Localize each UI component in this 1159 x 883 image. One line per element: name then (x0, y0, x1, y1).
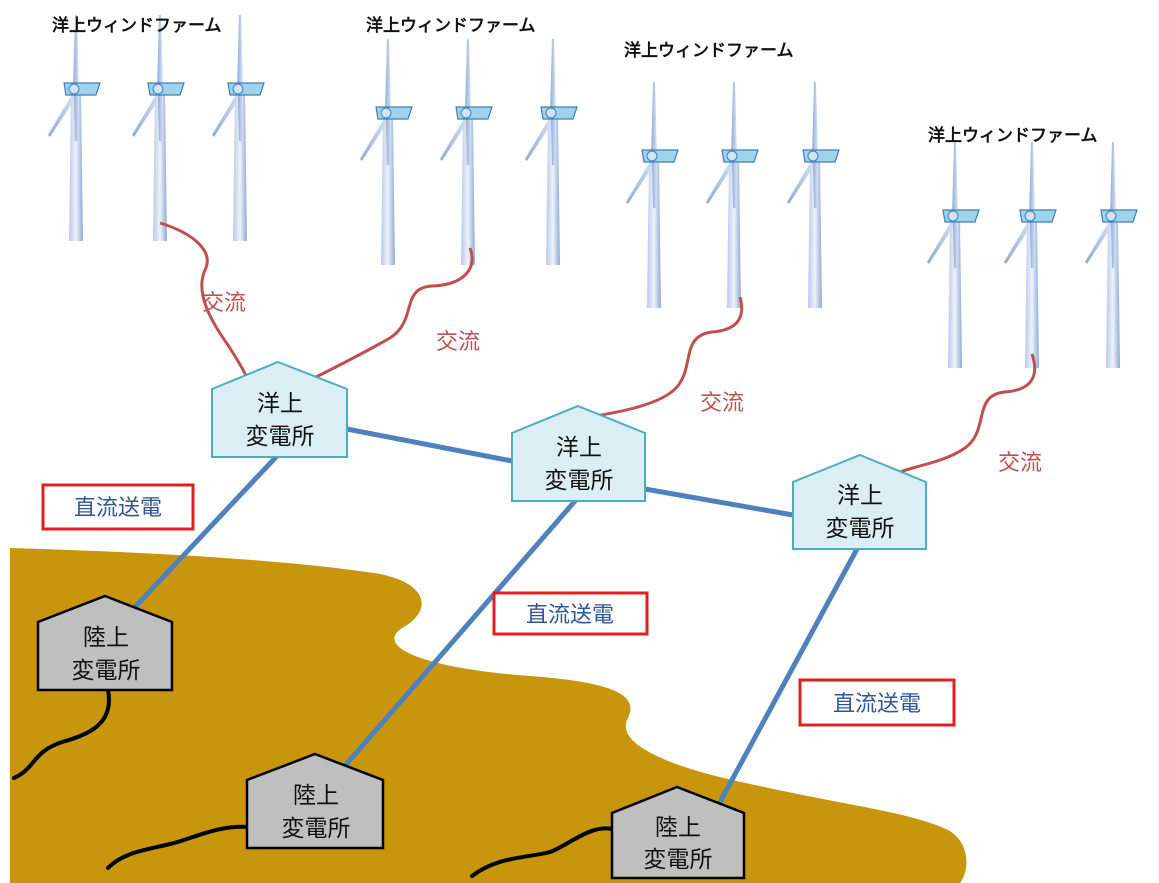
land-cable-3 (470, 826, 618, 878)
dc-label-box-3: 直流送電 (798, 678, 956, 727)
wind-turbine (625, 81, 679, 309)
wind-turbine (1003, 141, 1057, 369)
offshore-substation-2: 洋上 変電所 (511, 404, 646, 502)
onshore-substation-3: 陸上 変電所 (610, 785, 746, 880)
farm-label-4: 洋上ウィンドファーム (928, 125, 1098, 146)
ac-cable-3 (595, 296, 744, 418)
ac-label-2: 交流 (436, 330, 480, 355)
offshore-substation-3: 洋上 変電所 (792, 453, 927, 550)
offshore-substation-label: 変電所 (545, 468, 614, 494)
onshore-substation-label: 陸上 (83, 625, 129, 651)
dc-label-box-1: 直流送電 (41, 483, 195, 531)
offshore-substation-label: 洋上 (257, 391, 303, 417)
dc-link-offshore-1-2 (344, 426, 515, 464)
farm-label-3: 洋上ウィンドファーム (624, 40, 794, 61)
onshore-substation-1: 陸上 変電所 (36, 594, 174, 692)
onshore-substation-2: 陸上 変電所 (245, 752, 385, 850)
wind-turbine (1084, 141, 1138, 369)
dc-label-1: 直流送電 (74, 496, 162, 521)
dc-label-3: 直流送電 (833, 692, 921, 717)
wind-turbine (705, 81, 759, 309)
ac-cable-2 (313, 247, 474, 380)
farm-label-1: 洋上ウィンドファーム (52, 15, 222, 36)
ac-cable-4 (899, 353, 1037, 474)
ac-label-1: 交流 (202, 291, 246, 316)
offshore-substation-label: 洋上 (837, 483, 883, 509)
offshore-substation-1: 洋上 変電所 (211, 360, 348, 458)
ac-label-4: 交流 (998, 451, 1042, 476)
onshore-substation-label: 陸上 (655, 815, 701, 841)
ac-cable-1 (159, 221, 248, 377)
land-cable-2 (106, 824, 258, 870)
offshore-substation-label: 変電所 (826, 516, 895, 542)
wind-turbine (524, 38, 578, 266)
onshore-substation-label: 変電所 (72, 658, 141, 684)
wind-turbine (211, 14, 265, 242)
onshore-substation-label: 陸上 (293, 783, 339, 809)
onshore-substation-label: 変電所 (644, 847, 713, 873)
dc-label-box-2: 直流送電 (492, 591, 649, 636)
dc-line-3 (717, 546, 860, 805)
wind-turbine (359, 38, 413, 266)
offshore-substation-label: 洋上 (556, 435, 602, 461)
wind-turbine (439, 38, 493, 266)
wind-turbine (47, 14, 101, 242)
wind-turbine (786, 81, 840, 309)
ac-label-3: 交流 (700, 391, 744, 416)
dc-label-2: 直流送電 (526, 603, 614, 628)
dc-line-1 (131, 454, 279, 611)
land-cable-1 (12, 688, 111, 780)
wind-turbine (131, 14, 185, 242)
dc-line-2 (340, 498, 578, 771)
wind-turbine (926, 141, 980, 369)
farm-label-2: 洋上ウィンドファーム (366, 15, 536, 36)
offshore-substation-label: 変電所 (246, 424, 315, 450)
dc-link-offshore-2-3 (642, 486, 796, 518)
onshore-substation-label: 変電所 (282, 816, 351, 842)
